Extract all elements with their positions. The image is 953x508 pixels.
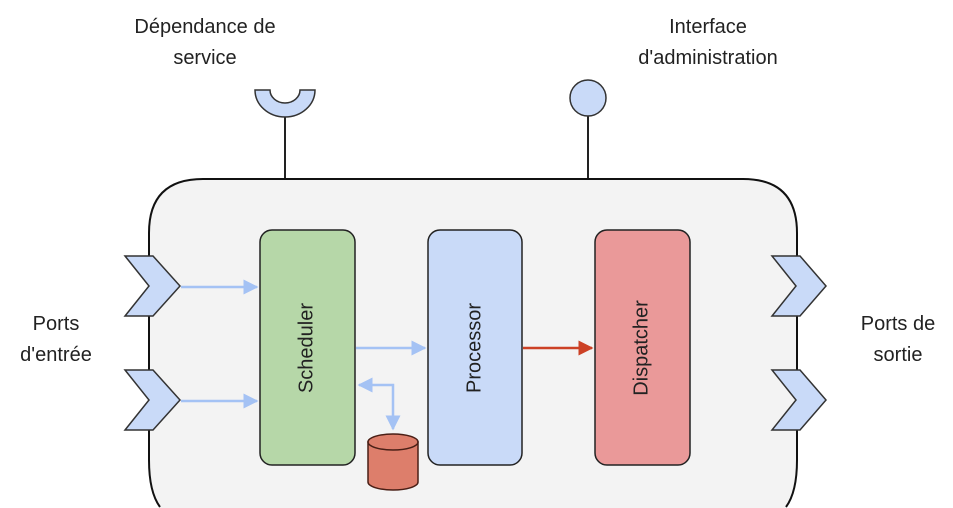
component-container-border (148, 178, 798, 508)
admin-interface-lollipop-icon (569, 79, 607, 117)
input-port-2-icon (123, 369, 182, 431)
scheduler-box (259, 229, 356, 466)
output-ports-label-line2: sortie (874, 344, 923, 366)
admin-interface-label-line1: Interface (669, 16, 747, 38)
storage-cylinder-icon (367, 433, 419, 491)
output-ports-label-line1: Ports de (861, 313, 935, 335)
dispatcher-box (594, 229, 691, 466)
service-dependency-socket-icon (254, 89, 316, 118)
output-port-1-icon (770, 255, 827, 317)
input-ports-label-line1: Ports (33, 313, 80, 335)
service-dependency-label-line1: Dépendance de (134, 16, 275, 38)
input-ports-label-line2: d'entrée (20, 344, 92, 366)
scheduler-label: Scheduler (295, 303, 317, 393)
service-dependency-label-line2: service (173, 47, 236, 69)
processor-box (427, 229, 523, 466)
processor-label: Processor (463, 303, 485, 393)
input-port-1-icon (123, 255, 182, 317)
scheduler-storage-arrow (357, 377, 401, 431)
dispatcher-label: Dispatcher (630, 300, 652, 396)
output-port-2-icon (770, 369, 827, 431)
admin-interface-label-line2: d'administration (638, 47, 777, 69)
